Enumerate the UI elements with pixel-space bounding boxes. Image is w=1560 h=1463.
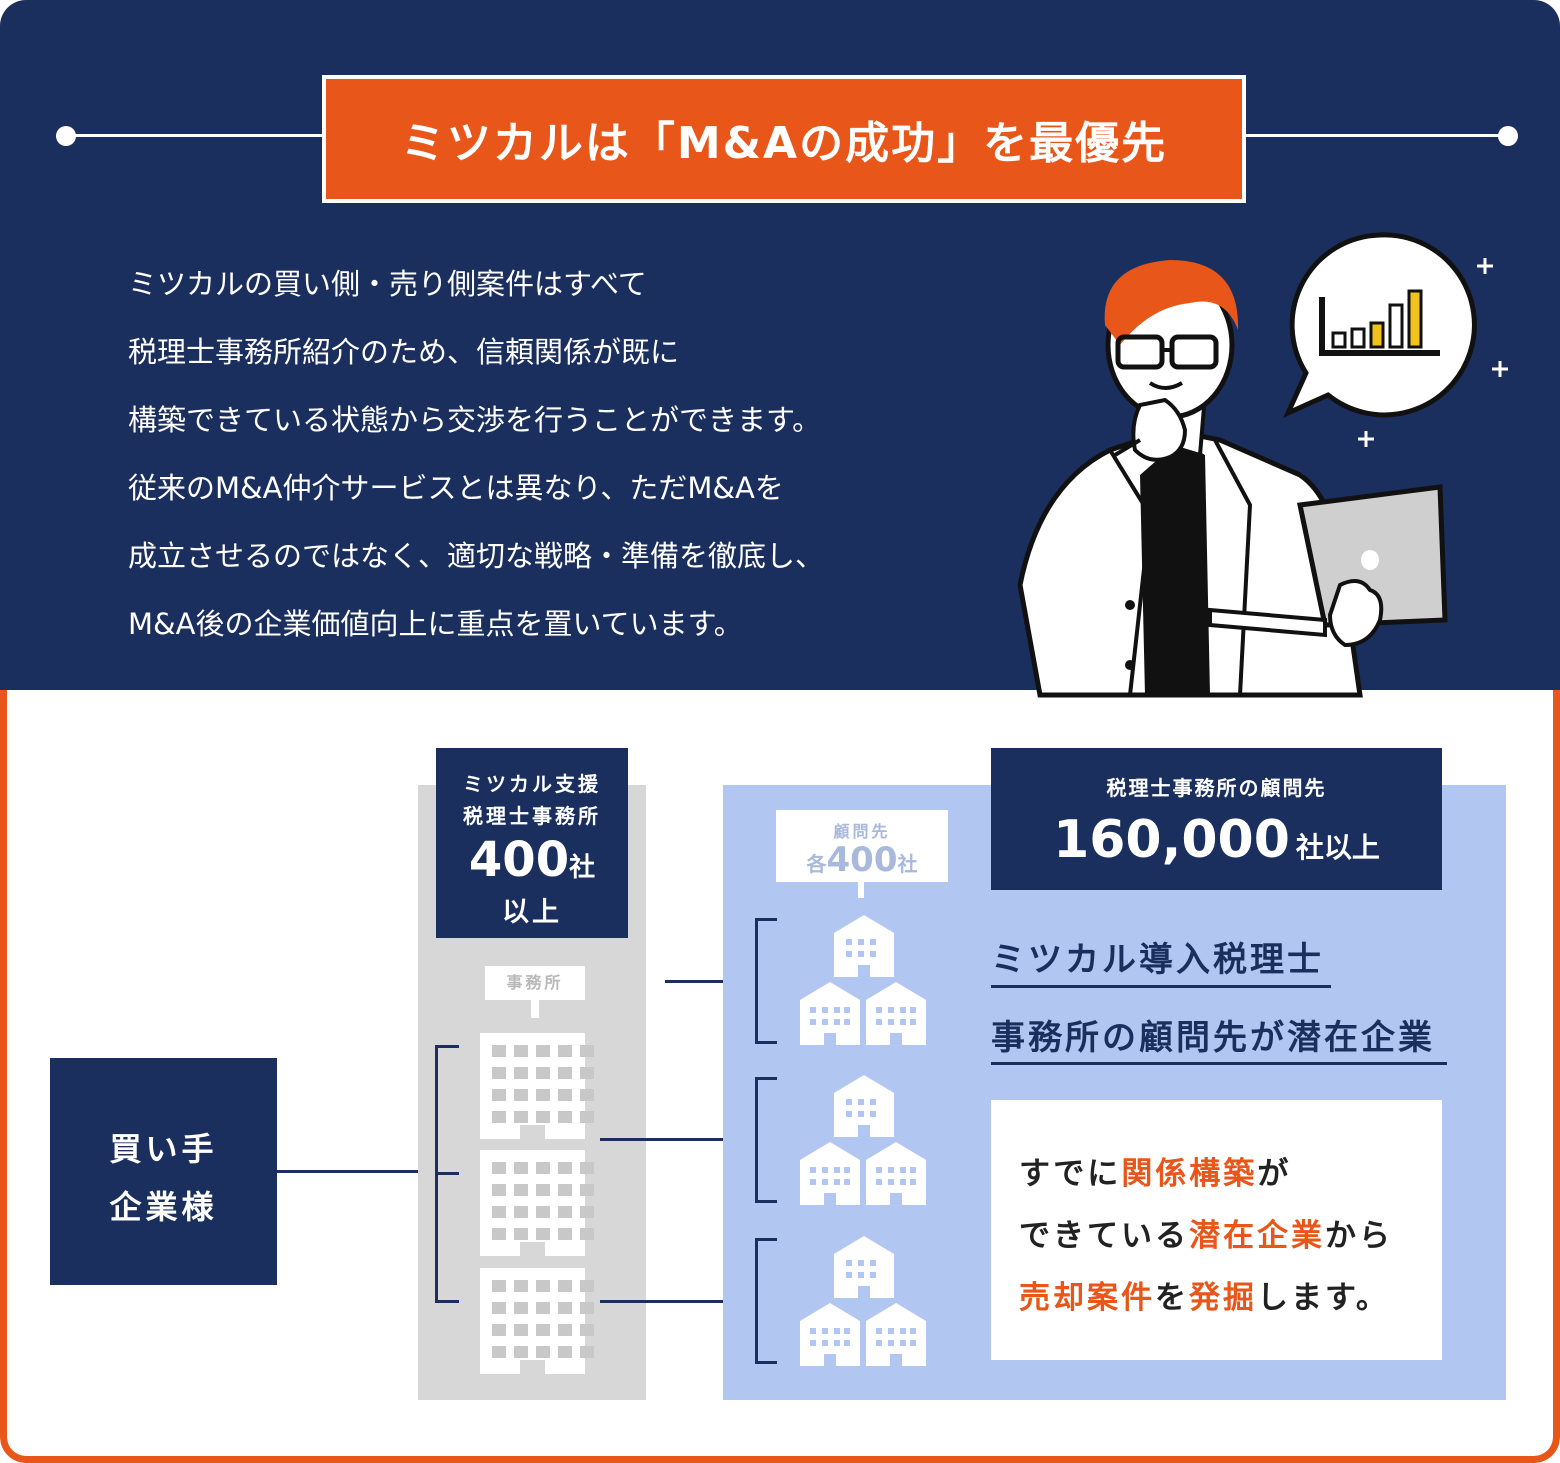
client-bracket-tick — [755, 1200, 777, 1203]
client-tag-count: 各400社 — [776, 840, 948, 880]
message-line: すでに関係構築が — [1019, 1148, 1291, 1193]
page-title: ミツカルは「M&Aの成功」を最優先 — [400, 118, 1168, 169]
client-bracket-tick — [755, 918, 777, 921]
client-total-unit: 社以上 — [1295, 831, 1380, 864]
client-bracket — [755, 1238, 758, 1364]
chart-speech-bubble-icon — [1283, 232, 1477, 418]
title-banner: ミツカルは「M&Aの成功」を最優先 — [322, 75, 1246, 203]
client-tag-label: 顧問先 — [833, 822, 891, 841]
intro-text: ミツカルの買い側・売り側案件はすべて 税理士事務所紹介のため、信頼関係が既に 構… — [128, 250, 988, 658]
consultant-illustration — [1017, 232, 1508, 698]
intro-line: 成立させるのではなく、適切な戦略・準備を徹底し、 — [128, 539, 825, 573]
intro-line: ミツカルの買い側・売り側案件はすべて — [128, 267, 647, 301]
office-count: 400社 — [436, 832, 628, 888]
office-bracket-tick — [435, 1172, 459, 1175]
message-line: できている潜在企業から — [1019, 1210, 1393, 1255]
client-tag-number: 400 — [826, 840, 898, 880]
connector-line — [600, 1138, 777, 1141]
office-count-number: 400 — [468, 832, 570, 888]
client-tag-unit: 社 — [897, 852, 918, 876]
office-bracket-tick — [435, 1045, 459, 1048]
office-count-unit: 社 — [569, 853, 596, 883]
intro-line: M&A後の企業価値向上に重点を置いています。 — [128, 607, 743, 641]
client-bracket — [755, 1077, 758, 1203]
line-endpoint-right — [1498, 126, 1518, 146]
client-bracket-tick — [755, 1361, 777, 1364]
client-total-label: 税理士事務所の顧問先 — [1106, 776, 1327, 800]
headline-underline — [991, 985, 1331, 988]
client-buildings-icon — [800, 1075, 926, 1205]
connector-line — [665, 980, 777, 983]
headline-line1: ミツカル導入税理士 — [991, 940, 1324, 980]
office-building-icon — [480, 1150, 594, 1256]
client-bracket-tick — [755, 1238, 777, 1241]
headline-underline — [991, 1062, 1447, 1065]
client-buildings-icon — [800, 915, 926, 1045]
message-text: が — [1257, 1156, 1292, 1192]
office-building-icon — [480, 1033, 594, 1139]
client-total-number: 160,000 — [1053, 810, 1290, 870]
headline-line2: 事務所の顧問先が潜在企業 — [991, 1018, 1435, 1058]
message-text: できている — [1019, 1218, 1189, 1254]
client-tag: 顧問先 各400社 — [776, 810, 948, 882]
intro-line: 税理士事務所紹介のため、信頼関係が既に — [128, 335, 680, 369]
tag-pin — [858, 882, 864, 898]
client-bracket-tick — [755, 1041, 777, 1044]
buyer-label-line1: 買い手 — [109, 1130, 218, 1168]
client-buildings-icon — [800, 1236, 926, 1366]
title-line-right — [1246, 134, 1508, 137]
message-highlight: 売却案件 — [1019, 1280, 1155, 1316]
sparkle-icon — [1358, 258, 1508, 447]
title-line-left — [66, 134, 324, 137]
client-bracket-tick — [755, 1077, 777, 1080]
intro-line: 従来のM&A仲介サービスとは異なり、ただM&Aを — [128, 471, 784, 505]
tag-pin — [531, 1000, 539, 1018]
office-tag: 事務所 — [485, 966, 585, 1000]
message-text: します。 — [1257, 1280, 1390, 1316]
message-box: すでに関係構築が できている潜在企業から 売却案件を発掘します。 — [991, 1100, 1442, 1360]
intro-line: 構築できている状態から交渉を行うことができます。 — [128, 403, 822, 437]
tax-office-count-box: ミツカル支援 税理士事務所 400社 以上 — [436, 748, 628, 938]
message-highlight: 発掘 — [1189, 1280, 1257, 1316]
client-tag-prefix: 各 — [806, 852, 827, 876]
message-highlight: 潜在企業 — [1189, 1218, 1325, 1254]
office-bracket-tick — [435, 1300, 459, 1303]
message-highlight: 関係構築 — [1121, 1156, 1258, 1192]
message-line: 売却案件を発掘します。 — [1019, 1272, 1390, 1317]
client-bracket — [755, 918, 758, 1044]
message-text: すでに — [1019, 1156, 1122, 1192]
connector-line — [600, 1300, 777, 1303]
message-text: から — [1325, 1218, 1393, 1254]
office-building-icon — [480, 1268, 594, 1374]
buyer-label-line2: 企業様 — [109, 1188, 218, 1226]
office-count-suffix: 以上 — [502, 897, 562, 928]
connector-line — [277, 1170, 453, 1173]
buyer-box: 買い手 企業様 — [50, 1058, 277, 1285]
office-label-line1: ミツカル支援 — [463, 772, 601, 796]
office-label-line2: 税理士事務所 — [463, 804, 601, 828]
message-text: を — [1155, 1280, 1189, 1316]
